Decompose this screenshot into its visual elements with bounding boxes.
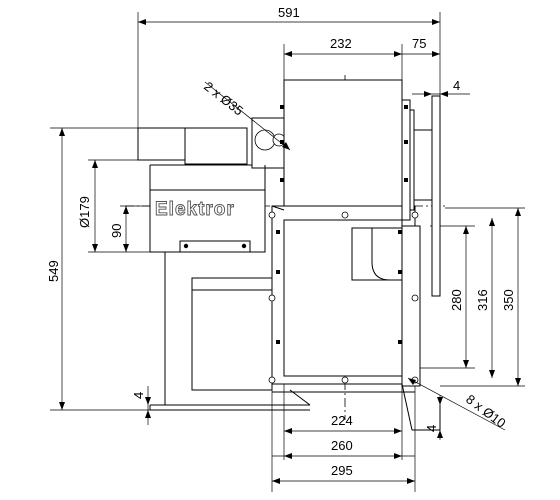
terminal-box [184, 127, 248, 165]
dim-base-thickness: 4 [131, 386, 151, 425]
dim-label-316: 316 [475, 289, 490, 311]
inlet-hole-left [254, 129, 276, 151]
mounting-hole [341, 211, 349, 219]
mounting-hole [268, 294, 276, 302]
dim-motor-diameter: Ø179 [77, 160, 98, 252]
dim-label-591: 591 [278, 5, 300, 20]
side-flange [401, 99, 411, 221]
mounting-hole [268, 376, 276, 384]
outlet-flange [431, 95, 441, 297]
brand-label: Elektror [155, 199, 235, 220]
housing-upper [283, 79, 403, 211]
outlet-cutout [351, 227, 403, 281]
pedestal [149, 251, 311, 411]
dimensions: 591 232 75 4 2 x Ø35 Ø17 [46, 5, 521, 484]
dim-label-179: Ø179 [77, 196, 92, 228]
dim-overall-width: 591 [138, 5, 440, 25]
dim-label-inlet-holes: 2 x Ø35 [201, 79, 246, 119]
motor: Elektror [137, 117, 286, 253]
dim-base-plate-thickness: 4 [424, 395, 443, 440]
dim-label-90: 90 [109, 224, 124, 238]
dim-label-295: 295 [331, 463, 353, 478]
dim-flange-thickness: 4 [412, 78, 470, 97]
dim-base-inner-width: 260 [272, 438, 415, 459]
mounting-hole [411, 294, 419, 302]
dim-housing-width: 232 [284, 36, 402, 57]
dim-label-75: 75 [412, 36, 426, 51]
mounting-hole [411, 211, 419, 219]
mounting-holes [268, 105, 419, 384]
dim-label-350: 350 [501, 289, 516, 311]
dim-label-4-right: 4 [424, 425, 439, 432]
dim-shaft-height: 90 [109, 206, 129, 252]
dim-label-4-base: 4 [131, 392, 146, 399]
dim-label-549: 549 [46, 260, 61, 282]
motor-foot [179, 240, 251, 253]
scroll-housing [271, 79, 441, 431]
motor-fan-cover [137, 127, 186, 161]
dim-label-224: 224 [331, 413, 353, 428]
dim-hole-spacing: 224 [284, 413, 402, 434]
pedestal-panel [191, 277, 273, 391]
mounting-hole [268, 211, 276, 219]
dim-flange-mid-height: 316 [475, 218, 495, 378]
dim-flange-inner-height: 280 [449, 226, 469, 368]
dim-flange-outer-height: 350 [501, 208, 521, 386]
dim-label-4-top: 4 [453, 78, 460, 93]
dim-label-260: 260 [331, 438, 353, 453]
dim-label-280: 280 [449, 289, 464, 311]
mounting-hole [341, 376, 349, 384]
dim-outlet-offset: 75 [402, 36, 440, 57]
dim-overall-height: 549 [46, 128, 65, 410]
dim-label-232: 232 [330, 36, 352, 51]
dim-base-outer-width: 295 [272, 463, 415, 484]
